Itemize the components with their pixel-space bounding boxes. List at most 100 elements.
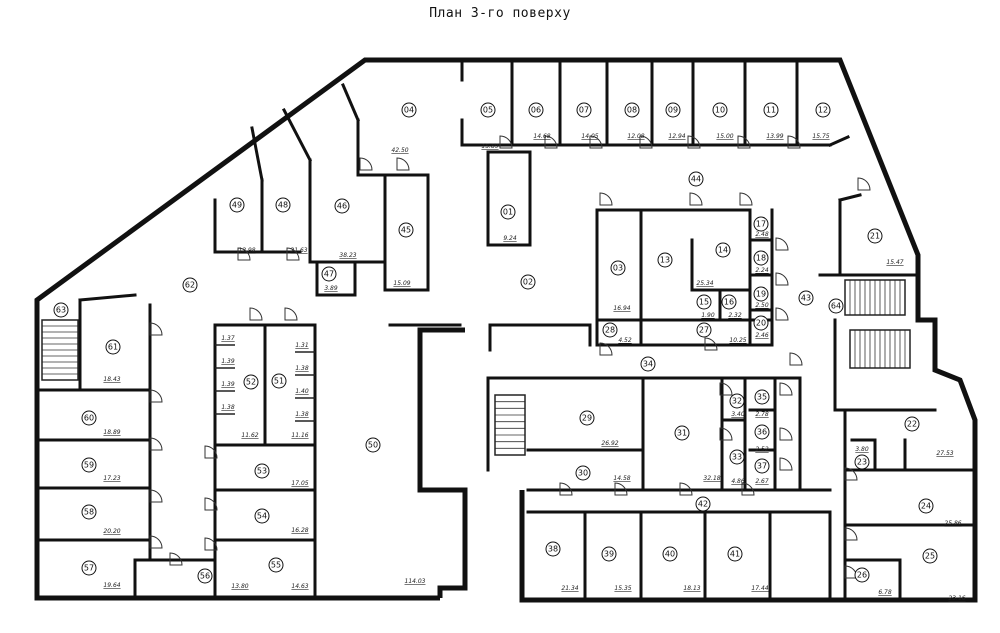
room-area: 15.09 [393, 280, 410, 287]
room-number-circle [81, 410, 97, 426]
door-swing [739, 192, 753, 206]
room-area: 21.34 [561, 585, 578, 592]
room-area: 2.32 [728, 312, 742, 319]
room-area: 19.64 [103, 582, 120, 589]
door-swing [719, 382, 733, 396]
room-number-circle [828, 298, 844, 314]
room-number-circle [674, 425, 690, 441]
stair-outline [41, 319, 79, 381]
room-number-circle [854, 454, 870, 470]
room-number-circle [922, 548, 938, 564]
room-number: 23 [857, 458, 867, 467]
stall-area: 1.39 [221, 381, 235, 388]
door-swing [559, 482, 573, 496]
room-63: 63 [53, 302, 69, 318]
room-area: 15.75 [812, 133, 829, 140]
room-number-circle [624, 102, 640, 118]
room-number: 11 [766, 106, 776, 115]
room-number: 19 [756, 290, 766, 299]
stair-outline [844, 279, 906, 316]
room-number-circle [243, 374, 259, 390]
room-number: 34 [643, 360, 653, 369]
room-number: 50 [368, 441, 378, 450]
room-number: 24 [921, 502, 931, 511]
room-area: 10.25 [729, 337, 746, 344]
door-swing [204, 497, 218, 511]
room-number-circle [275, 197, 291, 213]
door-swing [741, 482, 755, 496]
room-number: 49 [232, 201, 242, 210]
room-number-circle [798, 290, 814, 306]
stall-area: 1.38 [295, 365, 309, 372]
stall-area: 1.38 [295, 411, 309, 418]
room-number: 63 [56, 306, 66, 315]
room-44: 44 [688, 171, 704, 187]
door-swing [844, 467, 858, 481]
room-area: 18.43 [103, 376, 120, 383]
room-area: 2.48 [755, 231, 769, 238]
room-34: 34 [640, 356, 656, 372]
door-swing [396, 157, 410, 171]
room-number: 28 [605, 326, 615, 335]
stall-area: 1.38 [221, 404, 235, 411]
door-swing [779, 427, 793, 441]
door-swing [204, 537, 218, 551]
room-area: 15.47 [886, 259, 903, 266]
room-number: 56 [200, 572, 210, 581]
room-number-circle [753, 250, 769, 266]
staircases [41, 279, 911, 456]
interior-wall [250, 126, 264, 182]
room-24: 24 25.86 [918, 498, 962, 527]
room-area: 12.08 [627, 133, 644, 140]
room-number-circle [854, 567, 870, 583]
door-swing [719, 427, 733, 441]
room-number-circle [81, 457, 97, 473]
room-area: 17.05 [291, 480, 308, 487]
interior-wall [281, 107, 313, 163]
room-number: 29 [582, 414, 592, 423]
room-area: 2.52 [755, 446, 769, 453]
room-number: 42 [698, 500, 708, 509]
door-swing [149, 489, 163, 503]
stall-area: 1.31 [295, 342, 308, 349]
door-swing [689, 192, 703, 206]
room-area: 16.28 [291, 527, 308, 534]
room-number-circle [254, 463, 270, 479]
room-43: 43 [798, 290, 814, 306]
room-number-circle [696, 294, 712, 310]
door-swing [169, 552, 183, 566]
room-number: 64 [831, 302, 841, 311]
room-area: 4.52 [618, 337, 632, 344]
room-area: 2.24 [755, 267, 769, 274]
room-area: 23.16 [948, 595, 965, 602]
door-swing [149, 322, 163, 336]
room-area: 25.86 [944, 520, 961, 527]
room-area: 14.58 [613, 475, 630, 482]
stall-area: 1.40 [295, 388, 309, 395]
room-36: 362.52 [754, 424, 770, 453]
room-area: 9.24 [503, 235, 517, 242]
room-number-circle [665, 102, 681, 118]
door-swing [779, 382, 793, 396]
room-number-circle [398, 222, 414, 238]
room-number: 44 [691, 175, 701, 184]
interior-wall [828, 135, 850, 147]
stall-area: 1.39 [221, 358, 235, 365]
stair-outline [494, 394, 526, 456]
room-37: 372.67 [754, 458, 770, 485]
room-area: 3.40 [731, 411, 745, 418]
room-area: 14.63 [291, 583, 308, 590]
room-area: 25.34 [696, 280, 713, 287]
